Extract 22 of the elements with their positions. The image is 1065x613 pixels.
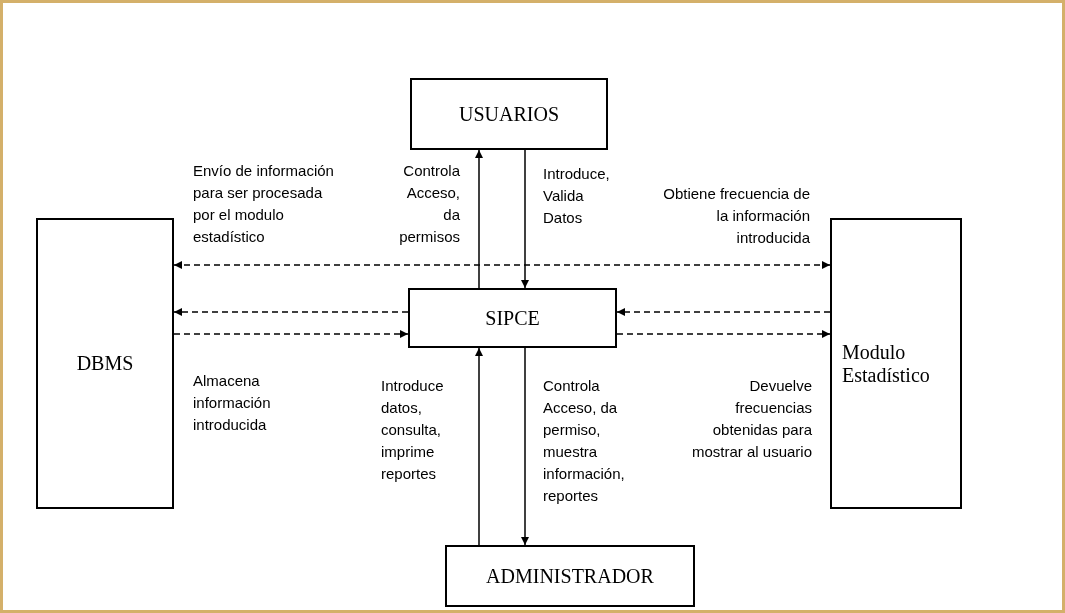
actor-box: USUARIOS	[410, 78, 608, 150]
edge-label: Almacena información introducida	[193, 371, 272, 435]
arrow	[173, 330, 409, 338]
arrow	[475, 149, 483, 289]
annotation-text: Obtiene frecuencia de la información introducida	[662, 184, 810, 248]
edge-label: Controla Acceso, da permiso, muestra información, reportes	[543, 376, 626, 506]
arrow	[521, 149, 529, 289]
arrow	[173, 308, 409, 316]
edge-label: Introduce, Valida Datos	[543, 164, 611, 228]
edge-label: Introduce datos, consulta, imprime reportes	[381, 376, 445, 484]
edge-label: Devuelve frecuencias obtenidas para mostrar al usuario	[690, 376, 812, 462]
edge-label: Envío de información para ser procesada por el modulo estadístico	[193, 161, 335, 247]
arrow	[521, 347, 529, 546]
arrow	[616, 308, 831, 316]
arrow	[475, 347, 483, 546]
edge-label: Controla Acceso, da permisos	[398, 161, 460, 247]
system-box: SIPCE	[408, 288, 617, 348]
module-box: Modulo Estadístico	[830, 218, 962, 509]
database-box: DBMS	[36, 218, 174, 509]
arrow	[173, 261, 831, 269]
arrow	[616, 330, 831, 338]
actor-box: ADMINISTRADOR	[445, 545, 695, 607]
